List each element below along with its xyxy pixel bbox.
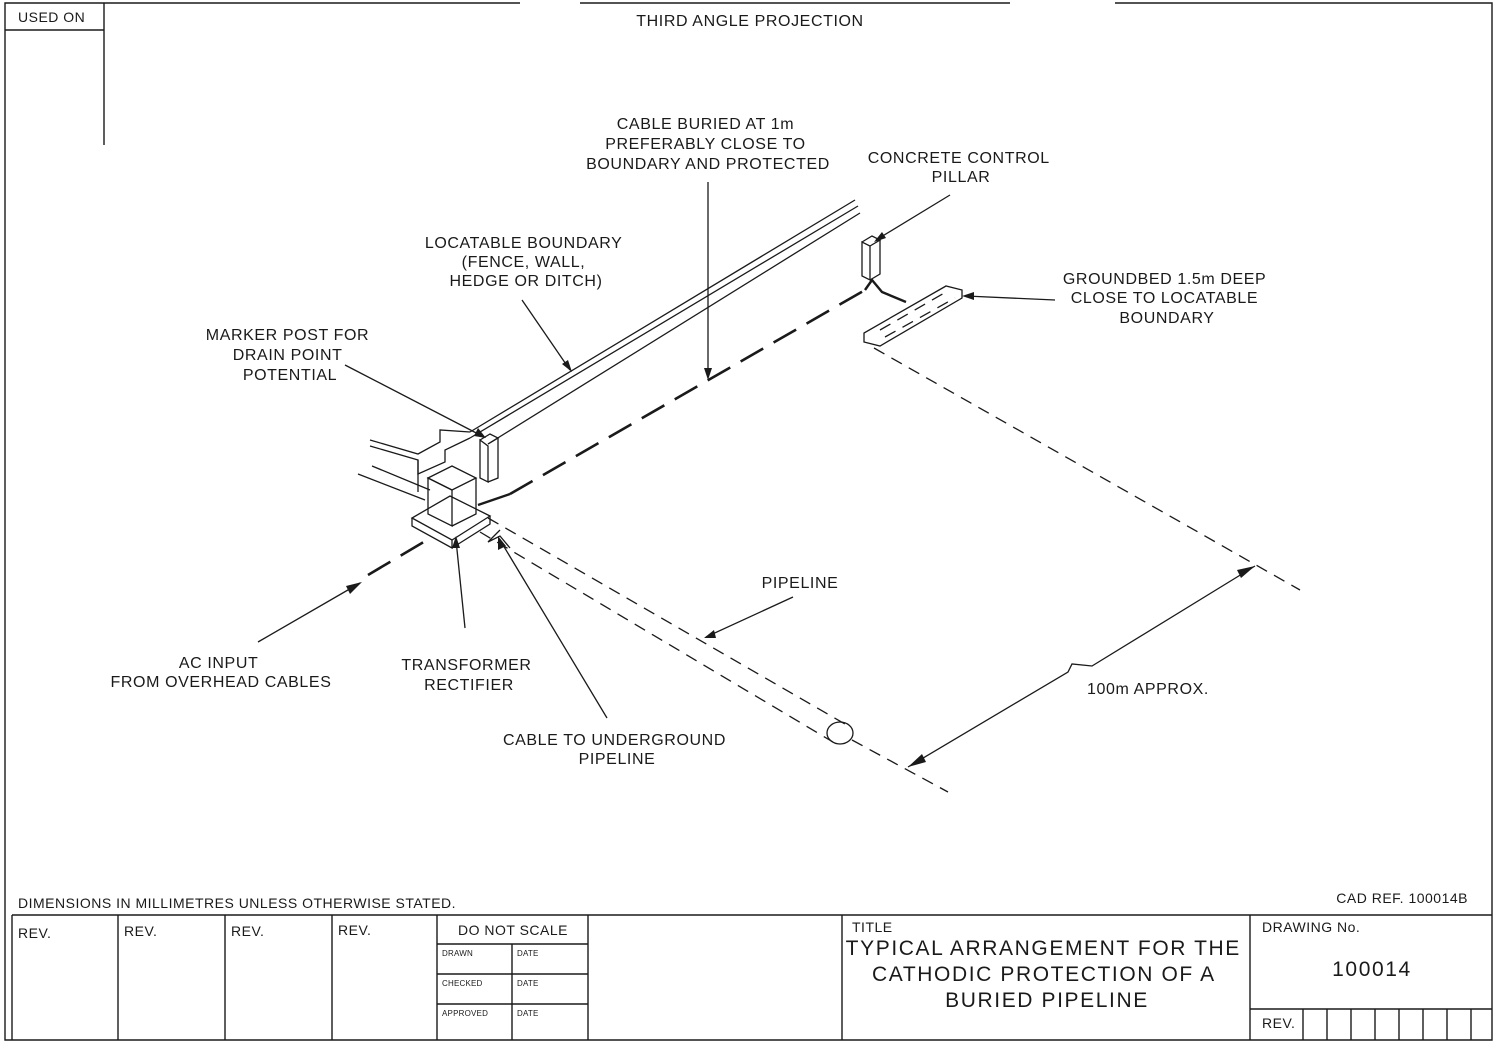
drawing-title: TYPICAL ARRANGEMENT FOR THE CATHODIC PRO… bbox=[846, 937, 1249, 1012]
isometric-diagram: CABLE BURIED AT 1m PREFERABLY CLOSE TO B… bbox=[111, 116, 1301, 793]
ac-input-label: AC INPUT FROM OVERHEAD CABLES bbox=[111, 655, 332, 691]
approved-date-label: DATE bbox=[517, 1009, 539, 1018]
cad-reference: CAD REF. 100014B bbox=[1336, 890, 1468, 906]
drawing-number: 100014 bbox=[1332, 958, 1412, 981]
groundbed-line-1: GROUNDBED 1.5m DEEP bbox=[1063, 271, 1266, 288]
ac-input-cable bbox=[367, 535, 433, 577]
cable-buried-line-2: PREFERABLY CLOSE TO bbox=[605, 136, 806, 153]
leader-lines bbox=[257, 182, 1056, 719]
distance-dimension bbox=[907, 565, 1256, 768]
groundbed-label: GROUNDBED 1.5m DEEP CLOSE TO LOCATABLE B… bbox=[1063, 271, 1271, 327]
used-on-label: USED ON bbox=[18, 9, 85, 25]
marker-post-label: MARKER POST FOR DRAIN POINT POTENTIAL bbox=[206, 327, 374, 384]
boundary-wall bbox=[369, 199, 861, 492]
groundbed-reference-line bbox=[873, 347, 1301, 591]
locatable-boundary-line-2: (FENCE, WALL, bbox=[462, 254, 586, 271]
title-caption: TITLE bbox=[852, 919, 893, 935]
locatable-boundary-label: LOCATABLE BOUNDARY (FENCE, WALL, HEDGE O… bbox=[425, 235, 627, 290]
cable-buried-line-3: BOUNDARY AND PROTECTED bbox=[586, 156, 830, 173]
concrete-pillar-label: CONCRETE CONTROL PILLAR bbox=[868, 150, 1055, 186]
control-pillar bbox=[861, 235, 882, 282]
rev-header-2: REV. bbox=[124, 923, 157, 939]
cable-underground-line-1: CABLE TO UNDERGROUND bbox=[503, 732, 726, 749]
marker-post-line-2: DRAIN POINT bbox=[233, 347, 342, 364]
concrete-pillar-line-2: PILLAR bbox=[932, 169, 991, 186]
projection-label: THIRD ANGLE PROJECTION bbox=[636, 13, 863, 30]
marker-post-line-1: MARKER POST FOR bbox=[206, 327, 369, 344]
drawing-title-line-3: BURIED PIPELINE bbox=[945, 989, 1149, 1012]
cable-buried-label: CABLE BURIED AT 1m PREFERABLY CLOSE TO B… bbox=[586, 116, 830, 173]
drawn-label: DRAWN bbox=[442, 949, 473, 958]
title-block-grid bbox=[11, 914, 1492, 1040]
transformer-line-1: TRANSFORMER bbox=[401, 657, 531, 674]
cable-buried-line-1: CABLE BURIED AT 1m bbox=[617, 116, 794, 133]
buried-cable bbox=[477, 278, 907, 507]
drawing-number-caption: DRAWING No. bbox=[1262, 919, 1360, 935]
groundbed-line-3: BOUNDARY bbox=[1119, 310, 1214, 327]
ground-lines bbox=[357, 465, 431, 501]
pipeline bbox=[479, 517, 949, 793]
transformer-rectifier-label: TRANSFORMER RECTIFIER bbox=[401, 657, 536, 694]
ac-input-line-1: AC INPUT bbox=[179, 655, 258, 672]
checked-date-label: DATE bbox=[517, 979, 539, 988]
do-not-scale-label: DO NOT SCALE bbox=[458, 922, 568, 938]
groundbed-line-2: CLOSE TO LOCATABLE bbox=[1071, 290, 1258, 307]
cable-underground-label: CABLE TO UNDERGROUND PIPELINE bbox=[503, 732, 731, 768]
approved-label: APPROVED bbox=[442, 1009, 488, 1018]
drawn-date-label: DATE bbox=[517, 949, 539, 958]
locatable-boundary-line-3: HEDGE OR DITCH) bbox=[450, 273, 603, 290]
marker-post bbox=[479, 433, 500, 484]
ac-input-line-2: FROM OVERHEAD CABLES bbox=[111, 674, 332, 691]
revision-caption: REV. bbox=[1262, 1015, 1295, 1031]
pipeline-label: PIPELINE bbox=[762, 575, 839, 592]
drawing-title-line-2: CATHODIC PROTECTION OF A bbox=[872, 963, 1215, 986]
drawing-title-line-1: TYPICAL ARRANGEMENT FOR THE bbox=[846, 937, 1241, 960]
rev-header-4: REV. bbox=[338, 922, 371, 938]
distance-label: 100m APPROX. bbox=[1087, 681, 1209, 698]
concrete-pillar-line-1: CONCRETE CONTROL bbox=[868, 150, 1050, 167]
transformer-line-2: RECTIFIER bbox=[424, 677, 514, 694]
cable-underground-line-2: PIPELINE bbox=[579, 751, 656, 768]
rev-header-1: REV. bbox=[18, 925, 51, 941]
transformer-rectifier-unit bbox=[410, 465, 492, 550]
locatable-boundary-line-1: LOCATABLE BOUNDARY bbox=[425, 235, 622, 252]
rev-header-3: REV. bbox=[231, 923, 264, 939]
marker-post-line-3: POTENTIAL bbox=[243, 367, 337, 384]
groundbed bbox=[863, 285, 963, 347]
dimensions-note: DIMENSIONS IN MILLIMETRES UNLESS OTHERWI… bbox=[18, 895, 456, 911]
drawing-frame bbox=[4, 2, 1493, 1041]
checked-label: CHECKED bbox=[442, 979, 483, 988]
